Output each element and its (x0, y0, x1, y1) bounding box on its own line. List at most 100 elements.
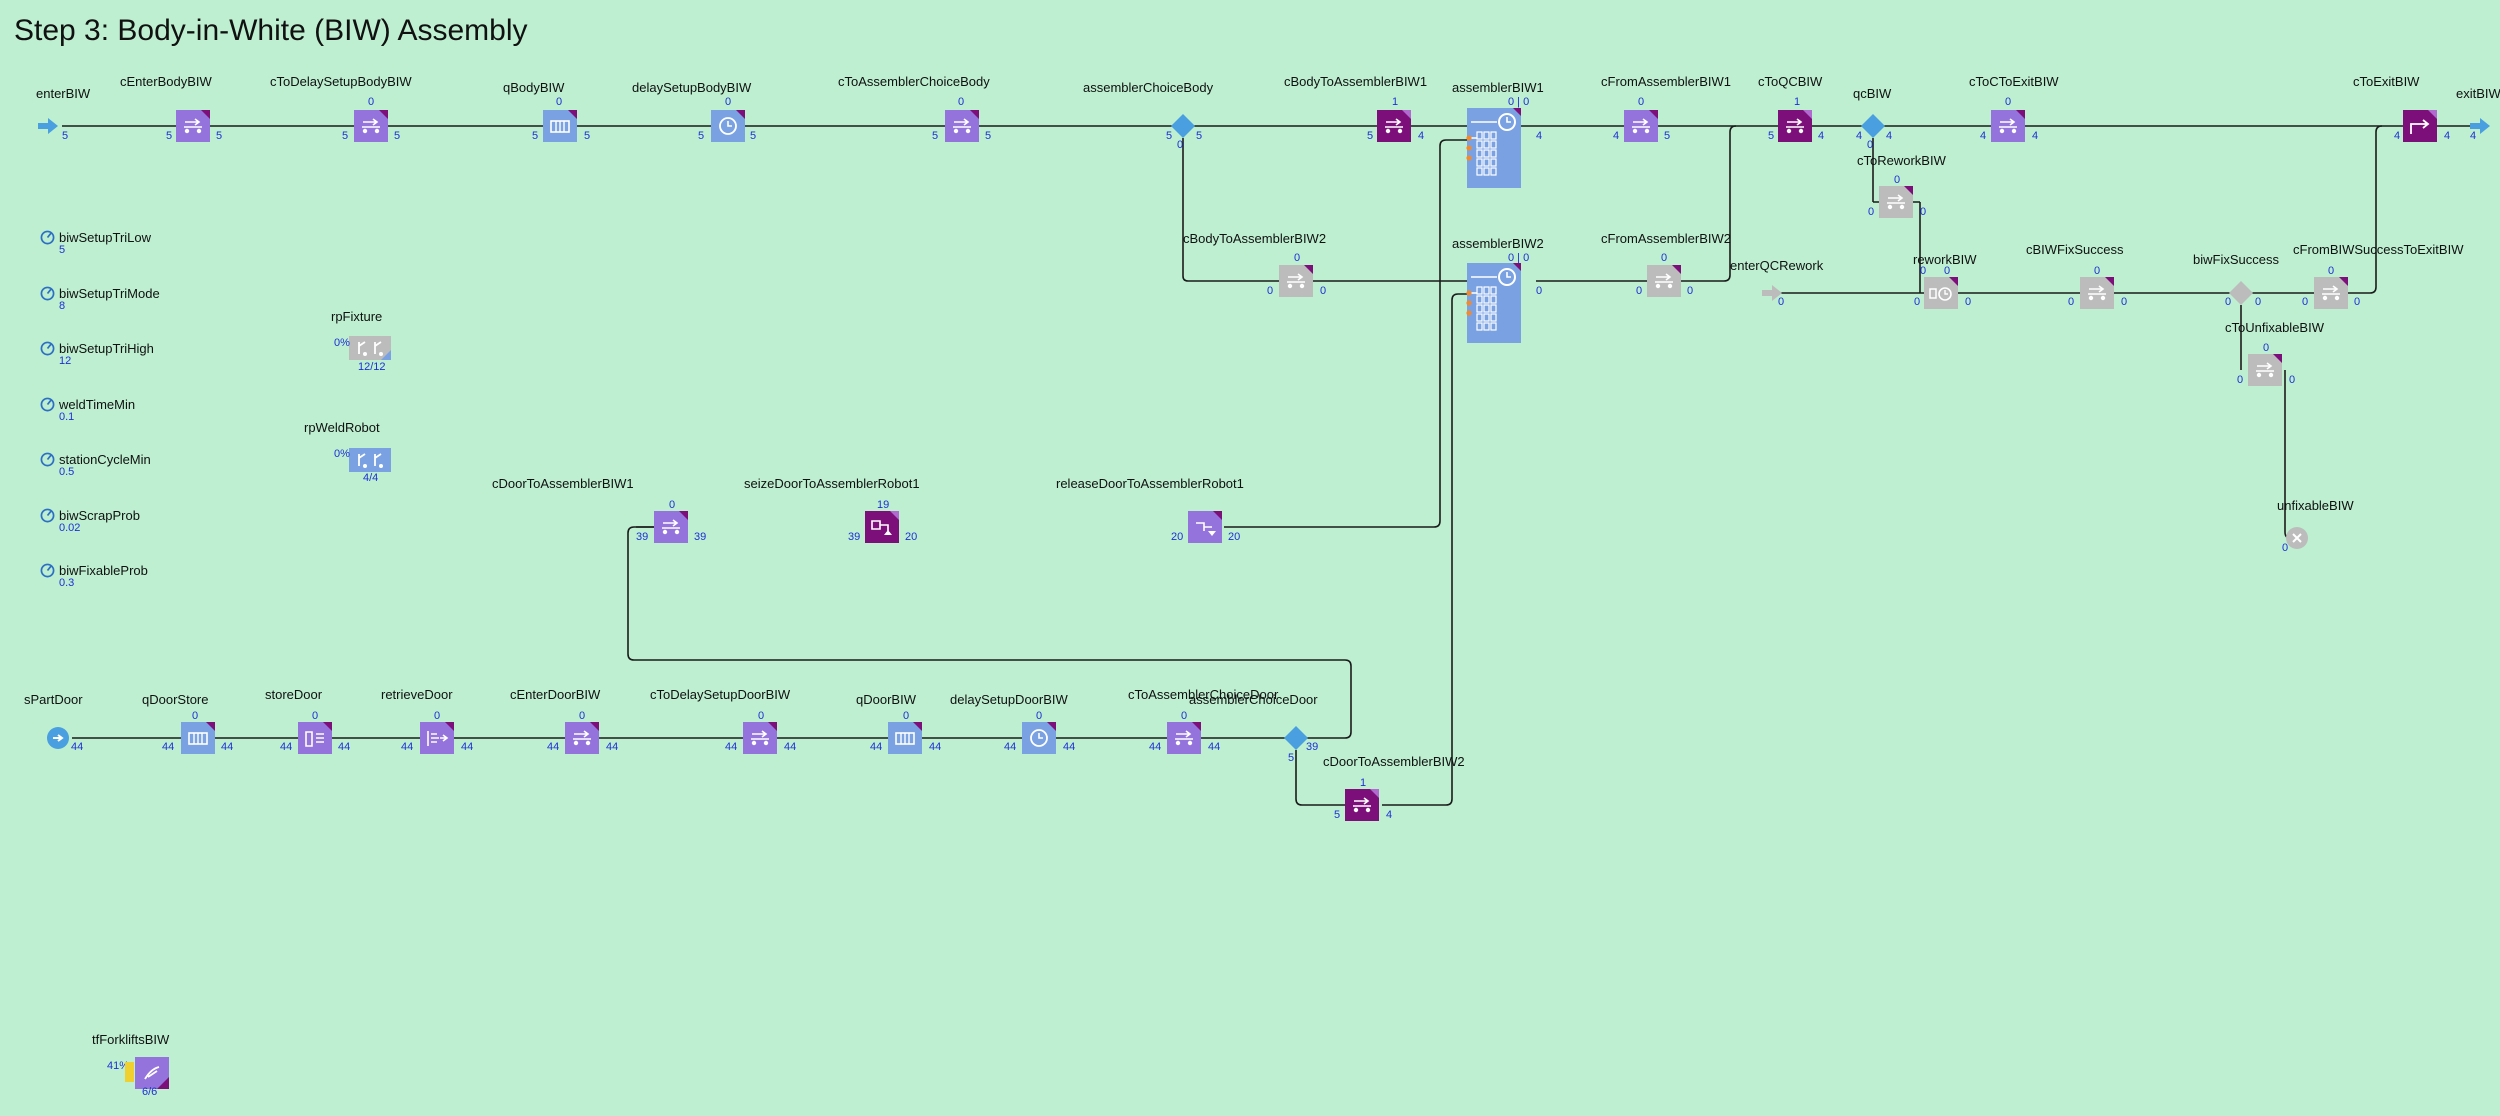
block-cToUnfixableBIW[interactable] (2248, 354, 2282, 386)
block-cDoorToAssemblerBIW2[interactable] (1345, 789, 1379, 821)
block-count: 0 | 0 (1508, 252, 1530, 264)
block-count: 0 (312, 710, 319, 722)
parameter-icon[interactable] (40, 397, 55, 412)
block-count: 39 (1306, 741, 1319, 753)
block-count: 5 (342, 130, 349, 142)
block-cBIWFixSuccess[interactable] (2080, 277, 2114, 309)
block-count: 0 (368, 96, 375, 108)
block-label-qcBIW: qcBIW (1853, 86, 1892, 101)
block-cToAssemblerChoiceBody[interactable] (945, 110, 979, 142)
parameter-name: stationCycleMin (59, 452, 151, 467)
parameter-value: 0.3 (59, 577, 75, 589)
exit-conveyor-icon (2403, 110, 2437, 142)
parameter-icon[interactable] (40, 230, 55, 245)
block-tfForkliftsBIW[interactable] (135, 1057, 169, 1089)
block-cDoorToAssemblerBIW1[interactable] (654, 511, 688, 543)
block-count: 0 (1181, 710, 1188, 722)
parameter-value: 0.1 (59, 410, 75, 423)
block-count: 0 (1294, 252, 1301, 264)
block-biwFixSuccess[interactable] (2228, 280, 2254, 306)
block-cToCToExitBIW[interactable] (1991, 110, 2025, 142)
block-qDoorStore[interactable] (181, 722, 215, 754)
block-label-cToCToExitBIW: cToCToExitBIW (1969, 74, 2059, 89)
block-count: 0 (1636, 285, 1643, 297)
block-qcBIW[interactable] (1860, 113, 1886, 139)
block-rpFixture[interactable] (349, 336, 391, 360)
block-cEnterDoorBIW[interactable] (565, 722, 599, 754)
block-cToReworkBIW[interactable] (1879, 186, 1913, 218)
block-count: 0 (2328, 265, 2335, 277)
block-assemblerBIW1[interactable] (1466, 108, 1521, 188)
block-count: 4 (1980, 130, 1987, 142)
block-assemblerChoiceDoor[interactable] (1283, 725, 1309, 751)
block-cFromAssemblerBIW1[interactable] (1624, 110, 1658, 142)
block-count: 4 (2394, 130, 2401, 142)
block-count: 0 (1920, 265, 1927, 277)
block-count: 5 (698, 130, 705, 142)
block-count: 41% (107, 1060, 130, 1072)
block-label-enterQCRework: enterQCRework (1730, 258, 1824, 273)
parameter-icon[interactable] (40, 563, 55, 578)
block-count: 1 (1794, 96, 1801, 108)
block-cToAssemblerChoiceDoor[interactable] (1167, 722, 1201, 754)
block-cFromAssemblerBIW2[interactable] (1647, 265, 1681, 297)
block-cToDelaySetupBodyBIW[interactable] (354, 110, 388, 142)
block-label-cToDelaySetupDoorBIW: cToDelaySetupDoorBIW (650, 687, 791, 702)
block-enterBIW[interactable] (36, 114, 60, 138)
block-label-reworkBIW: reworkBIW (1913, 252, 1977, 267)
parameter-value: 8 (59, 299, 66, 312)
block-delaySetupDoorBIW[interactable] (1022, 722, 1056, 754)
block-releaseDoorToAssemblerRobot1[interactable] (1188, 511, 1222, 543)
block-storeDoor[interactable] (298, 722, 332, 754)
parameter-icon[interactable] (40, 341, 55, 356)
block-count: 0 (1868, 206, 1875, 218)
parameter-icon[interactable] (40, 508, 55, 523)
block-count: 39 (694, 531, 707, 543)
conveyor-icon (1377, 110, 1411, 142)
diamond-icon (2229, 281, 2253, 305)
block-assemblerBIW2[interactable] (1466, 263, 1521, 343)
block-label-cToExitBIW: cToExitBIW (2353, 74, 2420, 89)
parameter-name: biwSetupTriLow (59, 230, 152, 245)
queue-icon (181, 722, 215, 754)
block-label-storeDoor: storeDoor (265, 687, 323, 702)
block-retrieveDoor[interactable] (420, 722, 454, 754)
block-cToQCBIW[interactable] (1778, 110, 1812, 142)
block-seizeDoorToAssemblerRobot1[interactable] (865, 511, 899, 543)
parameter-name: biwScrapProb (59, 507, 140, 523)
arrow-in-icon (1762, 285, 1782, 301)
forklift-icon (135, 1057, 169, 1089)
block-qDoorBIW[interactable] (888, 722, 922, 754)
block-unfixableBIW[interactable] (2285, 526, 2309, 550)
block-enterQCRework[interactable] (1760, 281, 1784, 305)
block-count: 44 (1208, 741, 1221, 753)
block-count: 0 (1267, 285, 1274, 297)
block-assemblerChoiceBody[interactable] (1170, 113, 1196, 139)
block-delaySetupBodyBIW[interactable] (711, 110, 745, 142)
block-exitBIW[interactable] (2468, 114, 2492, 138)
rework-icon (1924, 277, 1958, 309)
block-cBodyToAssemblerBIW1[interactable] (1377, 110, 1411, 142)
block-count: 44 (162, 741, 175, 753)
block-label-cToReworkBIW: cToReworkBIW (1857, 153, 1946, 168)
parameter-icon[interactable] (40, 286, 55, 301)
parameter-icon[interactable] (40, 452, 55, 467)
block-label-tfForkliftsBIW: tfForkliftsBIW (92, 1032, 170, 1047)
block-qBodyBIW[interactable] (543, 110, 577, 142)
block-cToExitBIW[interactable] (2403, 110, 2437, 142)
block-label-rpFixture: rpFixture (331, 309, 383, 324)
block-cFromBIWSuccessToExitBIW[interactable] (2314, 277, 2348, 309)
block-reworkBIW[interactable] (1924, 277, 1958, 309)
block-rpWeldRobot[interactable] (349, 448, 391, 472)
diamond-icon (1284, 726, 1308, 750)
block-cToDelaySetupDoorBIW[interactable] (743, 722, 777, 754)
block-count: 44 (71, 741, 84, 753)
block-count: 0 (2094, 265, 2101, 277)
block-count: 44 (784, 741, 797, 753)
block-count: 44 (606, 741, 619, 753)
block-cEnterBodyBIW[interactable] (176, 110, 210, 142)
block-sPartDoor[interactable] (46, 726, 70, 750)
parameter-name: biwFixableProb (59, 563, 148, 578)
block-count: 20 (1171, 531, 1184, 543)
block-cBodyToAssemblerBIW2[interactable] (1279, 265, 1313, 297)
